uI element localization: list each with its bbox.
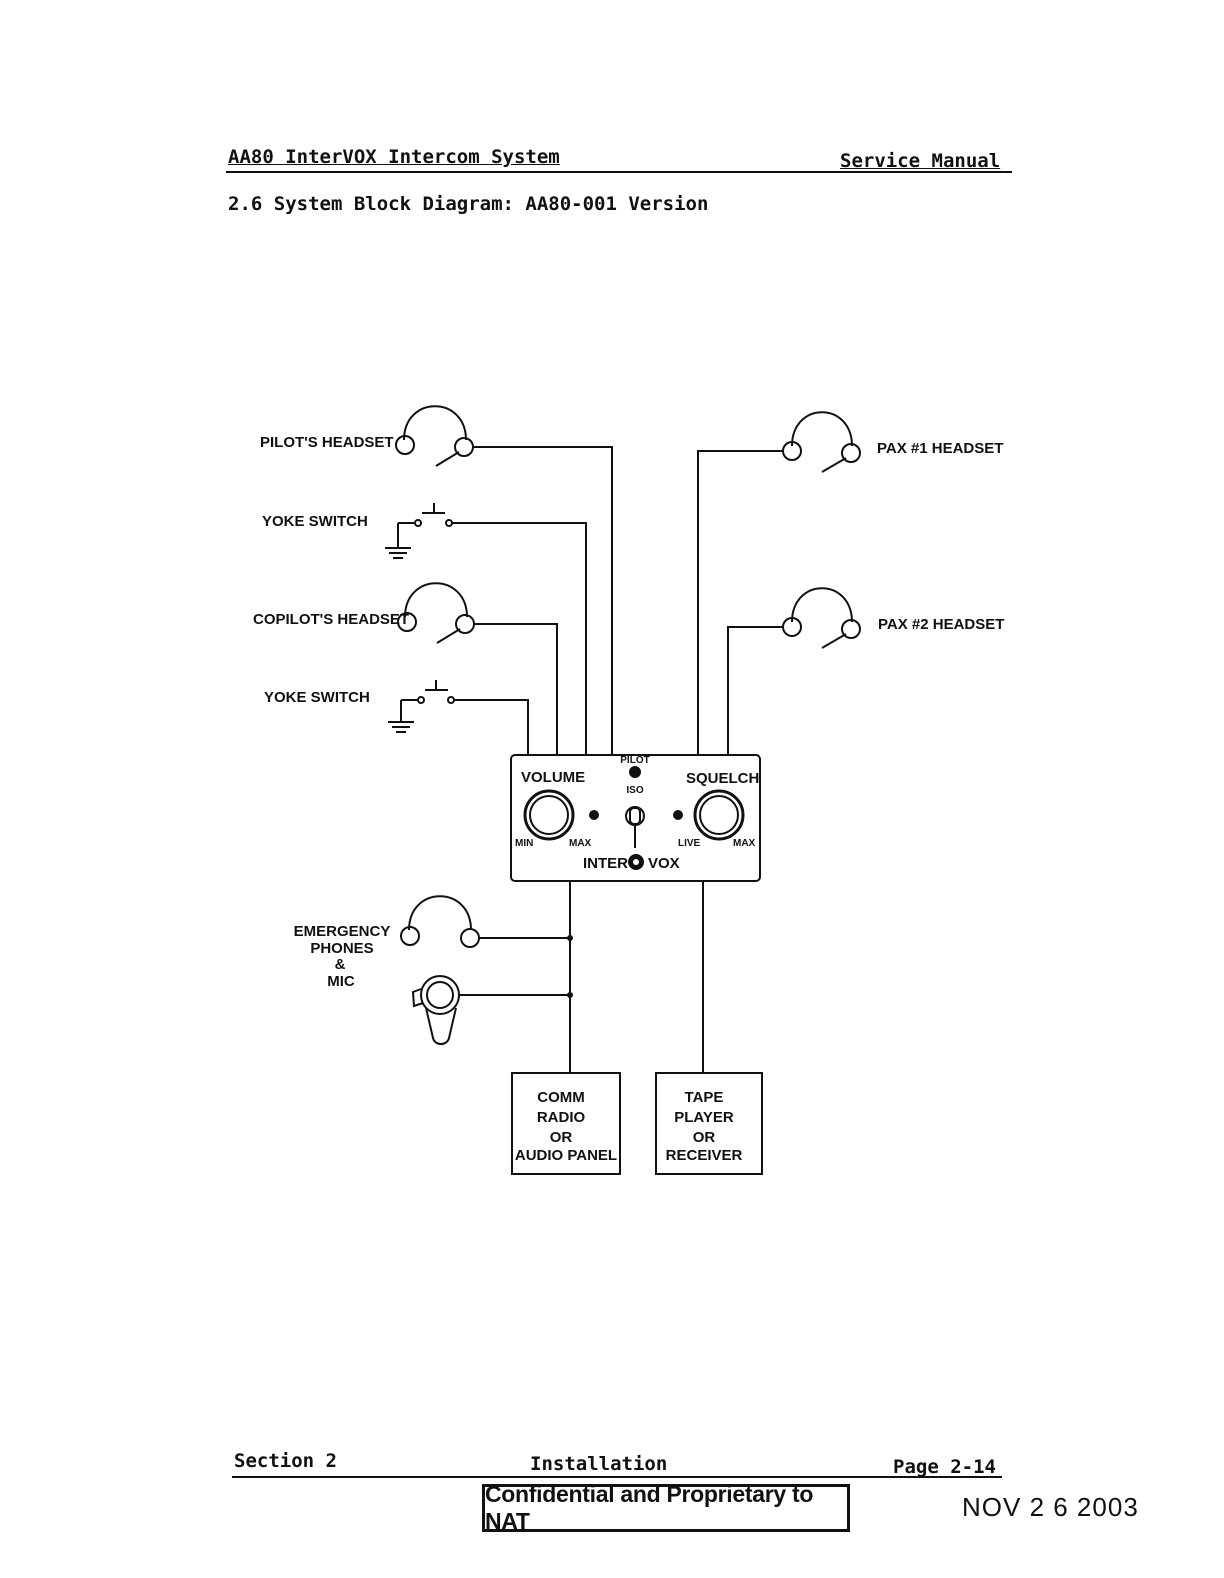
emergency-label-line4: MIC <box>327 973 355 990</box>
tape-box-line: PLAYER <box>674 1109 734 1126</box>
comm-radio-box <box>511 1072 621 1175</box>
header-title: AA80 InterVOX Intercom System <box>228 146 560 168</box>
comm-box-line: AUDIO PANEL <box>515 1147 617 1164</box>
comm-box-line: OR <box>550 1129 573 1146</box>
pax1-headset-icon <box>782 411 861 473</box>
emergency-label-line2: PHONES <box>310 940 373 957</box>
pilot-headset-label: PILOT'S HEADSET <box>260 434 394 451</box>
pax2-headset-label: PAX #2 HEADSET <box>878 616 1004 633</box>
pax1-headset-label: PAX #1 HEADSET <box>877 440 1003 457</box>
emergency-label-line3: & <box>335 956 346 973</box>
yoke-switch-icon <box>385 503 453 559</box>
pax2-headset-icon <box>782 587 861 649</box>
footer-chapter: Installation <box>530 1453 668 1475</box>
pilot-headset-icon <box>395 405 474 467</box>
emergency-headset-icon <box>400 895 480 948</box>
squelch-live-label: LIVE <box>678 838 701 849</box>
squelch-max-label: MAX <box>733 838 756 849</box>
copilot-headset-icon <box>397 582 475 644</box>
confidential-stamp: Confidential and Proprietary to NAT <box>482 1481 850 1534</box>
volume-min-label: MIN <box>515 838 533 849</box>
vox-label: VOX <box>648 855 680 872</box>
volume-max-label: MAX <box>569 838 592 849</box>
comm-box-line: RADIO <box>537 1109 586 1126</box>
tape-box-line: OR <box>693 1129 716 1146</box>
footer-section: Section 2 <box>234 1450 337 1472</box>
microphone-icon <box>411 975 460 1045</box>
header-rule <box>226 171 1012 173</box>
yoke-switch-icon <box>388 680 455 733</box>
volume-label: VOLUME <box>521 769 585 786</box>
pilot-label: PILOT <box>620 755 649 766</box>
tape-box-line: RECEIVER <box>666 1147 743 1164</box>
iso-label: ISO <box>626 785 643 796</box>
yoke-switch-2-label: YOKE SWITCH <box>264 689 370 706</box>
header-manual-type: Service Manual <box>840 150 1001 172</box>
footer-rule <box>232 1476 1002 1478</box>
comm-box-line: COMM <box>537 1089 585 1106</box>
tape-player-box <box>655 1072 763 1175</box>
copilot-headset-label: COPILOT'S HEADSET <box>253 611 409 628</box>
control-panel <box>510 754 761 882</box>
footer-page-number: Page 2-14 <box>893 1456 996 1478</box>
date-stamp: NOV 2 6 2003 <box>962 1492 1139 1522</box>
squelch-label: SQUELCH <box>686 770 759 787</box>
tape-box-line: TAPE <box>685 1089 724 1106</box>
yoke-switch-1-label: YOKE SWITCH <box>262 513 368 530</box>
wiring <box>452 446 783 1073</box>
emergency-label-line1: EMERGENCY <box>294 923 391 940</box>
section-title: 2.6 System Block Diagram: AA80-001 Versi… <box>228 193 709 215</box>
inter-label: INTER <box>583 855 628 872</box>
